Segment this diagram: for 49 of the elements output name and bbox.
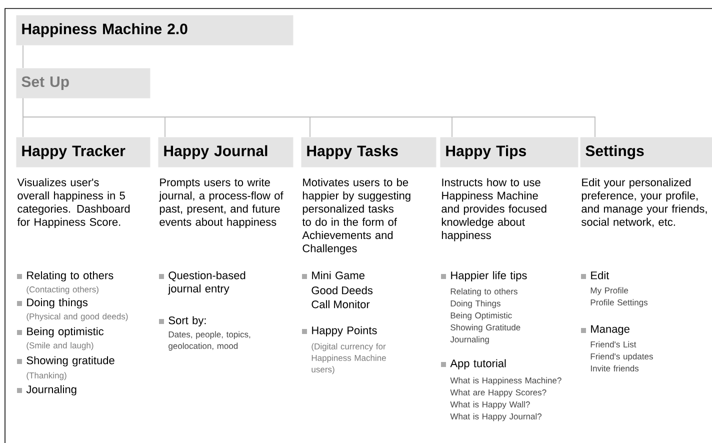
category-band: Happy Tracker [16, 137, 150, 168]
sub-item: Friend's List [590, 341, 636, 348]
bullet-item: Manage [581, 325, 630, 336]
bullet-item: Happier life tips [441, 271, 527, 282]
category-band: Happy Journal [158, 137, 294, 168]
bullet-item: Doing things [17, 298, 88, 308]
note-text: (Thanking) [26, 372, 66, 380]
bullet-item: Showing gratitude [17, 356, 114, 366]
note-text: (Digital currency for Happiness Machine users) [312, 343, 386, 374]
bullet-item: Edit [581, 271, 610, 280]
sub-item: What are Happy Scores? [450, 389, 546, 398]
bullet-item: Happy Points [302, 326, 377, 336]
sub-item: Showing Gratitude [450, 324, 520, 332]
description-text: Motivates users to be happier by suggesting personalized tasks to do in the form of Achievements and Challenges [302, 178, 410, 254]
sub-item: Friend's updates [590, 353, 653, 362]
description-text: Visualizes user's overall happiness in 5 categories. Dashboard for Happiness Score. [17, 178, 130, 228]
sub-item: Doing Things [450, 300, 500, 308]
sub-item: What is Happiness Machine? [450, 377, 562, 386]
title-band: Happiness Machine 2.0 [16, 15, 294, 46]
list-item: Call Monitor [312, 300, 370, 308]
sub-item: My Profile [590, 287, 628, 296]
category-band: Happy Tips [440, 137, 578, 168]
sub-item: Journaling [450, 336, 489, 344]
connector-line [22, 44, 24, 68]
list-item: Good Deeds [312, 286, 373, 294]
note-text: (Contacting others) [26, 286, 98, 294]
sub-item: Dates, people, topics, geolocation, mood [168, 331, 250, 351]
bullet-item: Question-based journal entry [159, 271, 246, 295]
category-band: Settings [580, 137, 712, 168]
note-text: (Smile and laugh) [26, 342, 94, 350]
bullet-item: Relating to others [17, 271, 114, 282]
sub-item: Invite friends [590, 365, 639, 372]
sub-item: Relating to others [450, 288, 518, 296]
bullet-item: Sort by: [159, 316, 206, 326]
sub-item: Profile Settings [590, 299, 648, 308]
sub-item: What is Happy Journal? [450, 413, 542, 422]
bullet-item: Journaling [17, 385, 76, 396]
description-text: Edit your personalized preference, your profile, and manage your friends, social network, etc. [582, 178, 707, 228]
description-text: Prompts users to write journal, a process-flow of past, present, and future events about happiness [158, 178, 284, 228]
section-band: Set Up [16, 68, 150, 98]
category-band: Happy Tasks [301, 137, 436, 168]
bullet-item: Being optimistic [17, 327, 104, 338]
note-text: (Physical and good deeds) [26, 313, 128, 322]
connector-line [22, 98, 596, 138]
bullet-item: Mini Game [302, 271, 364, 280]
bullet-item: App tutorial [441, 359, 506, 370]
sub-item: What is Happy Wall? [450, 401, 530, 410]
sub-item: Being Optimistic [450, 312, 512, 320]
description-text: Instructs how to use Happiness Machine and provides focused knowledge about happiness [442, 178, 546, 242]
